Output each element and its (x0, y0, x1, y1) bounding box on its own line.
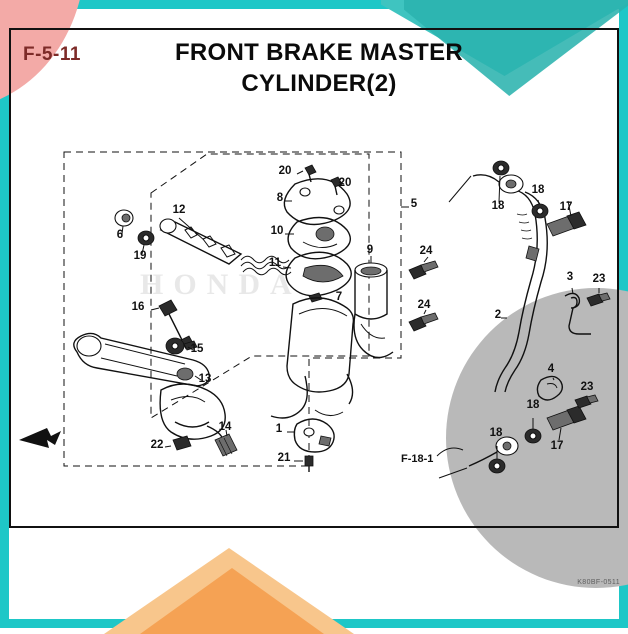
part-clamp-bolt-23a (586, 288, 611, 307)
part-oring-19 (137, 230, 155, 255)
callout-number-11: 11 (269, 257, 282, 269)
callout-number-16: 16 (132, 301, 145, 313)
diagram-sheet-frame (9, 28, 619, 528)
callout-number-15: 15 (191, 343, 204, 355)
callout-number-2: 2 (495, 309, 501, 321)
part-grip-14 (214, 429, 238, 457)
part-hose-fitting-lower (438, 436, 519, 479)
part-brake-switch-1 (287, 418, 335, 453)
callout-number-22: 22 (151, 439, 164, 451)
assembly-boundary-inner (150, 153, 370, 419)
part-holder-nut-22 (164, 435, 192, 451)
callout-number-12: 12 (173, 204, 186, 216)
part-sealing-washer-18d (524, 418, 542, 444)
part-lever-nut-15 (165, 337, 198, 355)
part-brake-hose-2 (494, 189, 548, 393)
document-code-label: K80BF-0511 (577, 579, 620, 586)
part-sealing-washer-18c (488, 446, 506, 474)
part-cap-screw-20a (296, 164, 317, 183)
callout-number-6: 6 (117, 229, 123, 241)
spring-coil (240, 255, 292, 276)
callout-number-8: 8 (277, 192, 284, 204)
part-cap-screw-20b (330, 176, 345, 196)
callout-number-18: 18 (492, 200, 505, 212)
part-hose-fitting-upper (448, 174, 524, 203)
part-banjo-bolt-24b (408, 309, 439, 332)
part-sealing-washer-18a (492, 160, 510, 203)
callout-number-3: 3 (567, 271, 573, 283)
part-master-cylinder-body (270, 297, 355, 419)
part-clamp-bolt-23b (574, 394, 599, 409)
callout-number-18: 18 (490, 427, 503, 439)
callout-number-24: 24 (418, 299, 431, 311)
callout-number-5: 5 (411, 198, 418, 210)
callout-number-7: 7 (336, 291, 342, 303)
hose-rib-texture (516, 213, 533, 240)
direction-arrow-icon (19, 428, 61, 448)
callout-number-20: 20 (279, 165, 292, 177)
part-piston-assembly-12 (159, 217, 292, 276)
callout-number-layer: 1234567891011121314151617181920212223242… (117, 165, 606, 464)
part-brake-lever-13 (73, 332, 210, 387)
callout-number-18: 18 (532, 184, 545, 196)
part-switch-screw-21 (294, 455, 314, 472)
part-sealing-washer-18b (531, 199, 549, 219)
callout-number-20: 20 (339, 177, 352, 189)
callout-number-19: 19 (134, 250, 147, 262)
part-hose-clamp-3 (564, 287, 591, 335)
part-hose-clamp-4 (536, 375, 564, 401)
callout-number-1: 1 (276, 423, 283, 435)
callout-number-21: 21 (278, 452, 291, 464)
part-diaphragm-plate-10 (285, 216, 351, 260)
callout-number-17: 17 (551, 440, 564, 452)
cross-reference-marker: F-18-1 (401, 447, 464, 465)
callout-number-4: 4 (548, 363, 555, 375)
part-diaphragm-11 (282, 251, 352, 297)
callout-number-23: 23 (581, 381, 594, 393)
cross-reference-label: F-18-1 (401, 453, 433, 465)
callout-number-9: 9 (367, 244, 373, 256)
part-oil-bolt-17-lower (546, 405, 587, 441)
part-reservoir-9 (353, 256, 394, 359)
part-banjo-bolt-24a (408, 256, 439, 280)
callout-number-24: 24 (420, 245, 433, 257)
callout-number-14: 14 (219, 421, 232, 433)
assembly-boundary-outer (63, 151, 402, 467)
callout-number-10: 10 (271, 225, 284, 237)
callout-number-13: 13 (199, 373, 212, 385)
part-seal-6 (114, 209, 134, 235)
callout-number-23: 23 (593, 273, 606, 285)
callout-number-18: 18 (527, 399, 540, 411)
part-oil-bolt-17-upper (546, 200, 587, 237)
callout-number-17: 17 (560, 201, 573, 213)
